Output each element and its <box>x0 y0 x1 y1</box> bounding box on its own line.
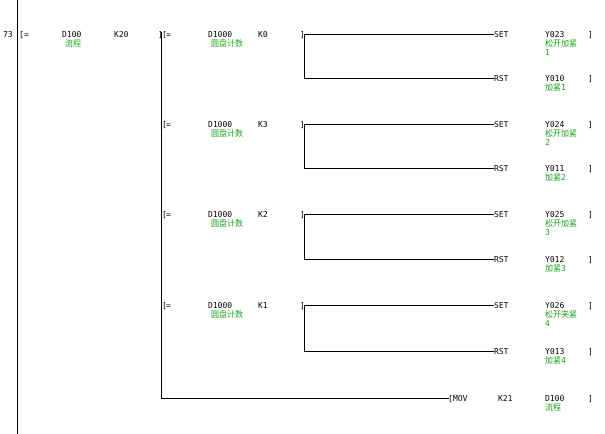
rst-wire <box>304 78 494 79</box>
mov-open-bracket: [ <box>448 394 453 403</box>
rst-instruction[interactable]: RST <box>494 164 509 173</box>
mov-end-bracket: ] <box>588 394 593 403</box>
rst-comment: 加紧4 <box>545 356 566 365</box>
set-instruction[interactable]: SET <box>494 30 509 39</box>
set-comment-line1: 松开加紧 <box>545 129 577 138</box>
set-comment-line1: 松开加紧 <box>545 39 577 48</box>
set-comment-line2: 3 <box>545 228 550 237</box>
branch-op: = <box>166 301 171 310</box>
branch-open-bracket: [ <box>162 210 167 219</box>
mov-destination[interactable]: D100 <box>545 394 565 403</box>
left-power-rail <box>17 0 18 434</box>
rst-comment: 加紧1 <box>545 83 566 92</box>
set-device[interactable]: Y023 <box>545 30 565 39</box>
branch-s1-comment: 圆盘计数 <box>211 219 243 228</box>
mov-instruction[interactable]: MOV <box>453 394 468 403</box>
set-instruction[interactable]: SET <box>494 210 509 219</box>
branch-close-bracket: ] <box>300 30 305 39</box>
rst-device[interactable]: Y012 <box>545 255 565 264</box>
branch-bus <box>161 32 162 398</box>
set-comment-line2: 2 <box>545 138 550 147</box>
set-wire <box>304 305 494 306</box>
rst-instruction[interactable]: RST <box>494 74 509 83</box>
set-device[interactable]: Y025 <box>545 210 565 219</box>
set-comment-line2: 4 <box>545 319 550 328</box>
rst-instruction[interactable]: RST <box>494 347 509 356</box>
set-comment-line1: 松开夹紧 <box>545 310 577 319</box>
set-wire <box>304 34 494 35</box>
main-compare-bracket: [ <box>19 30 24 39</box>
branch-close-bracket: ] <box>300 301 305 310</box>
set-end-bracket: ] <box>588 210 593 219</box>
set-instruction[interactable]: SET <box>494 120 509 129</box>
branch-s1[interactable]: D1000 <box>208 30 233 39</box>
branch-op: = <box>166 30 171 39</box>
branch-s1-comment: 圆盘计数 <box>211 39 243 48</box>
rst-device[interactable]: Y010 <box>545 74 565 83</box>
main-compare-end-bracket: ] <box>158 30 163 39</box>
branch-s1[interactable]: D1000 <box>208 301 233 310</box>
rst-device[interactable]: Y013 <box>545 347 565 356</box>
rst-end-bracket: ] <box>588 164 593 173</box>
main-compare-s1-comment: 流程 <box>65 39 81 48</box>
set-wire <box>304 124 494 125</box>
rst-end-bracket: ] <box>588 347 593 356</box>
branch-close-bracket: ] <box>300 210 305 219</box>
mov-wire <box>161 398 449 399</box>
branch-open-bracket: [ <box>162 120 167 129</box>
branch-op: = <box>166 210 171 219</box>
rst-device[interactable]: Y011 <box>545 164 565 173</box>
mov-destination-comment: 流程 <box>545 403 561 412</box>
branch-s1[interactable]: D1000 <box>208 210 233 219</box>
branch-split <box>304 305 305 351</box>
set-wire <box>304 214 494 215</box>
branch-s1[interactable]: D1000 <box>208 120 233 129</box>
set-instruction[interactable]: SET <box>494 301 509 310</box>
rst-instruction[interactable]: RST <box>494 255 509 264</box>
branch-op: = <box>166 120 171 129</box>
mov-source[interactable]: K21 <box>498 394 513 403</box>
branch-open-bracket: [ <box>162 30 167 39</box>
rst-end-bracket: ] <box>588 255 593 264</box>
branch-split <box>304 124 305 168</box>
rst-wire <box>304 351 494 352</box>
set-end-bracket: ] <box>588 301 593 310</box>
branch-split <box>304 214 305 259</box>
branch-s2[interactable]: K3 <box>258 120 268 129</box>
set-end-bracket: ] <box>588 120 593 129</box>
step-number: 73 <box>3 30 13 39</box>
branch-s1-comment: 圆盘计数 <box>211 129 243 138</box>
branch-split <box>304 34 305 78</box>
branch-s2[interactable]: K2 <box>258 210 268 219</box>
branch-open-bracket: [ <box>162 301 167 310</box>
branch-close-bracket: ] <box>300 120 305 129</box>
branch-s2[interactable]: K1 <box>258 301 268 310</box>
set-comment-line1: 松开加紧 <box>545 219 577 228</box>
branch-s2[interactable]: K0 <box>258 30 268 39</box>
rst-comment: 加紧2 <box>545 173 566 182</box>
branch-s1-comment: 圆盘计数 <box>211 310 243 319</box>
main-compare-s2[interactable]: K20 <box>114 30 129 39</box>
rst-comment: 加紧3 <box>545 264 566 273</box>
set-comment-line2: 1 <box>545 48 550 57</box>
main-compare-op: = <box>24 30 29 39</box>
rst-wire <box>304 259 494 260</box>
main-compare-s1[interactable]: D100 <box>62 30 82 39</box>
set-device[interactable]: Y026 <box>545 301 565 310</box>
rst-end-bracket: ] <box>588 74 593 83</box>
set-device[interactable]: Y024 <box>545 120 565 129</box>
set-end-bracket: ] <box>588 30 593 39</box>
rst-wire <box>304 168 494 169</box>
